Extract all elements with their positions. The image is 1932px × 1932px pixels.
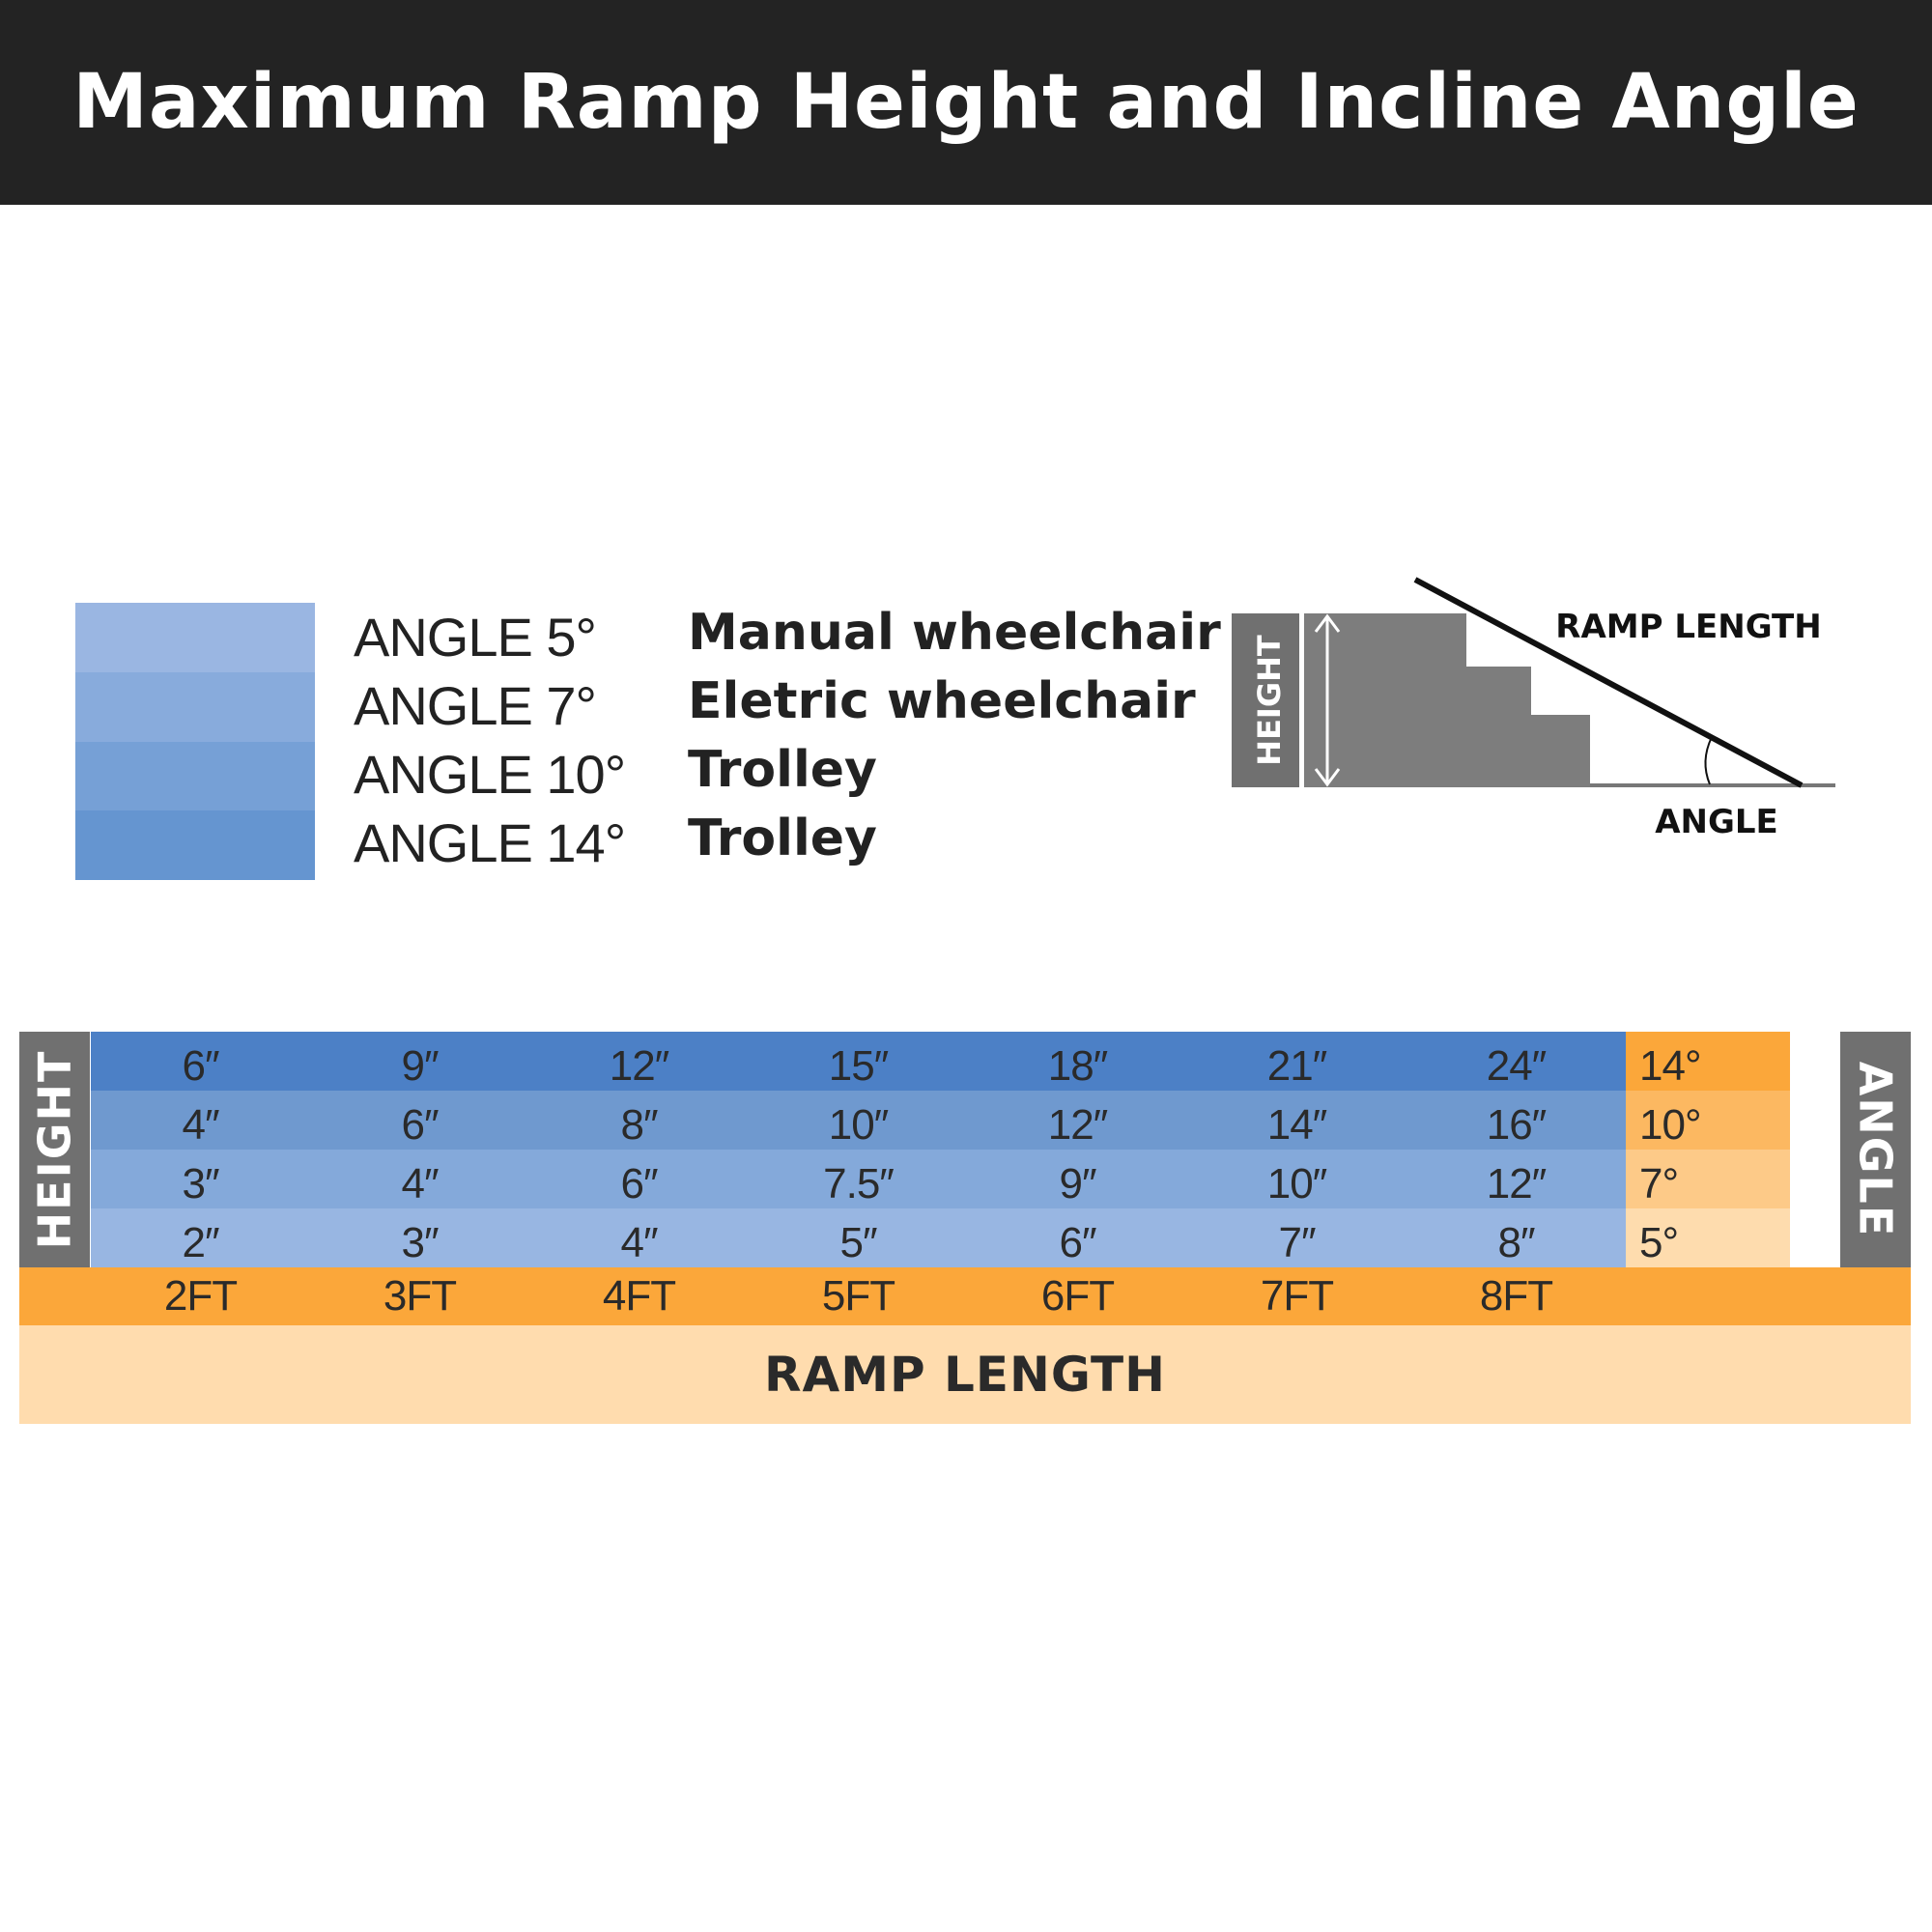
diagram-height-box [1232,613,1299,787]
height-arrow-icon [1314,613,1341,787]
height-cell: 6″ [529,1150,749,1208]
length-cell: 6FT [1040,1272,1115,1320]
height-cell: 8″ [529,1091,749,1150]
legend-use-label: Trolley [688,810,877,867]
length-cell: 4FT [602,1272,676,1320]
page-title: Maximum Ramp Height and Incline Angle [72,59,1860,146]
legend-use-label: Trolley [688,741,877,799]
table-row: 6″ 9″ 12″ 15″ 18″ 21″ 24″ 14° [91,1032,1840,1091]
angle-cell: 14° [1626,1032,1790,1091]
table-row: 4″ 6″ 8″ 10″ 12″ 14″ 16″ 10° [91,1091,1840,1150]
height-cell: 4″ [310,1150,529,1208]
height-cell: 6″ [310,1091,529,1150]
angle-cell: 10° [1626,1091,1790,1150]
legend-angle-label: ANGLE 5° [354,607,597,668]
legend-swatch-10 [75,741,315,811]
height-cell: 10″ [749,1091,968,1150]
height-cell: 4″ [529,1208,749,1267]
length-cell: 3FT [383,1272,457,1320]
height-cell: 5″ [749,1208,968,1267]
height-cell: 9″ [310,1032,529,1091]
legend-swatch-5 [75,603,315,672]
length-cell: 5FT [821,1272,895,1320]
height-cell: 9″ [968,1150,1187,1208]
diagram-angle-label: ANGLE [1655,803,1778,841]
table-grid: 6″ 9″ 12″ 15″ 18″ 21″ 24″ 14° 4″ 6″ 8″ 1… [91,1032,1840,1267]
height-cell: 6″ [968,1208,1187,1267]
height-cell: 24″ [1406,1032,1626,1091]
table-height-label-box: HEIGHT [19,1032,90,1267]
height-cell: 7.5″ [749,1150,968,1208]
height-cell: 6″ [91,1032,310,1091]
height-cell: 12″ [1406,1150,1626,1208]
header-bar: Maximum Ramp Height and Incline Angle [0,0,1932,205]
height-cell: 15″ [749,1032,968,1091]
legend-uses: Manual wheelchair Eletric wheelchair Tro… [688,599,1221,873]
height-cell: 18″ [968,1032,1187,1091]
ramp-diagram: HEIGHT RAMP LENGTH ANGLE [1232,577,1835,841]
height-cell: 12″ [968,1091,1187,1150]
height-cell: 2″ [91,1208,310,1267]
height-cell: 12″ [529,1032,749,1091]
table-height-label: HEIGHT [28,1049,81,1250]
height-cell: 7″ [1187,1208,1406,1267]
height-cell: 3″ [91,1150,310,1208]
length-cell: 7FT [1260,1272,1334,1320]
height-cell: 10″ [1187,1150,1406,1208]
legend-swatch-7 [75,671,315,742]
height-cell: 14″ [1187,1091,1406,1150]
table-row: 3″ 4″ 6″ 7.5″ 9″ 10″ 12″ 7° [91,1150,1840,1208]
table-row: 2″ 3″ 4″ 5″ 6″ 7″ 8″ 5° [91,1208,1840,1267]
ramp-line [1413,577,1804,788]
legend-angle-label: ANGLE 7° [354,675,597,736]
table-angle-label: ANGLE [1849,1061,1902,1238]
legend-angles: ANGLE 5° ANGLE 7° ANGLE 10° ANGLE 14° [354,603,626,877]
height-cell: 16″ [1406,1091,1626,1150]
ramp-table: HEIGHT 6″ 9″ 12″ 15″ 18″ 21″ 24″ 14° 4″ … [19,1032,1911,1424]
angle-cell: 5° [1626,1208,1790,1267]
table-angle-label-box: ANGLE [1840,1032,1911,1267]
height-cell: 4″ [91,1091,310,1150]
angle-cell: 7° [1626,1150,1790,1208]
height-cell: 21″ [1187,1032,1406,1091]
legend-use-label: Manual wheelchair [688,604,1221,662]
legend-swatch-14 [75,810,315,880]
ramp-length-footer: RAMP LENGTH [19,1325,1911,1424]
legend-use-label: Eletric wheelchair [688,672,1196,730]
length-cell: 8FT [1479,1272,1553,1320]
steps-shape [1304,613,1590,787]
diagram-ramp-length-label: RAMP LENGTH [1555,608,1821,646]
legend-angle-label: ANGLE 10° [354,744,626,805]
length-cell: 2FT [163,1272,238,1320]
diagram-height-label: HEIGHT [1251,635,1288,766]
ramp-length-footer-label: RAMP LENGTH [764,1347,1166,1403]
ramp-length-row: 2FT 3FT 4FT 5FT 6FT 7FT 8FT [19,1267,1911,1325]
height-cell: 8″ [1406,1208,1626,1267]
height-cell: 3″ [310,1208,529,1267]
legend-angle-label: ANGLE 14° [354,812,626,873]
angle-arc-icon [1704,736,1713,785]
legend-swatches [75,603,315,880]
